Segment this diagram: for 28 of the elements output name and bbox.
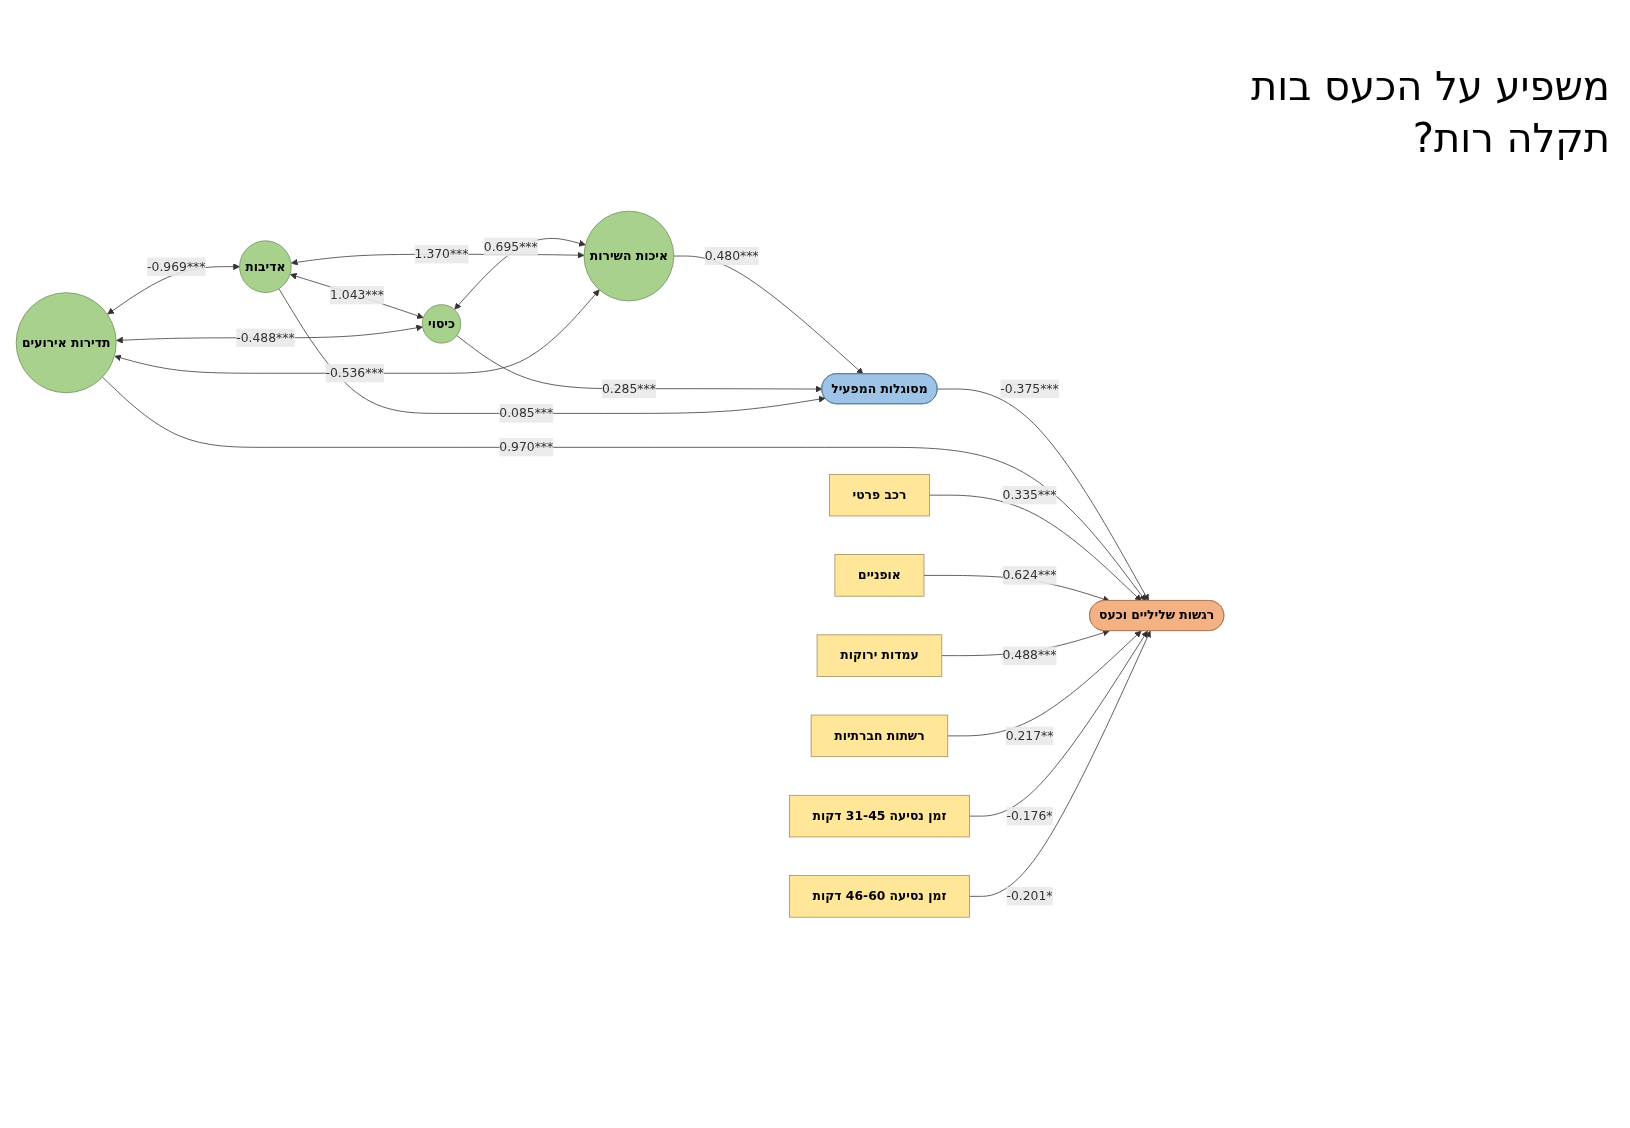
edge-label: 0.488*** bbox=[1002, 647, 1057, 663]
edge-label: 1.043*** bbox=[330, 287, 384, 302]
edge-label: -0.536*** bbox=[325, 365, 384, 381]
edge-label: 0.970*** bbox=[499, 439, 554, 455]
heading-text: משפיע על הכעס בות תקלה רות? bbox=[1250, 62, 1610, 163]
node-box: עמדות ירוקות bbox=[816, 634, 943, 677]
node-circle: כיסוי bbox=[421, 304, 462, 344]
edge-label: -0.488*** bbox=[236, 329, 295, 345]
edge-label: -0.176* bbox=[1006, 808, 1053, 823]
node-circle: תדירות אירועים bbox=[15, 292, 117, 393]
node-box: זמן נסיעה 31-45 דקות bbox=[789, 794, 970, 838]
edge-label: -0.201* bbox=[1006, 888, 1053, 904]
node-box: רכב פרטי bbox=[829, 473, 930, 517]
edge-label: 0.335*** bbox=[1002, 487, 1057, 502]
node-circle: איכות השירות bbox=[583, 210, 675, 302]
edge-label: 0.695*** bbox=[483, 238, 538, 254]
edge-label: 0.624*** bbox=[1002, 567, 1057, 583]
edge-label: 0.480*** bbox=[704, 248, 759, 263]
edge-label: -0.969*** bbox=[147, 258, 206, 274]
node-circle: אדיבות bbox=[239, 240, 292, 293]
edge-label: 0.285*** bbox=[601, 380, 656, 396]
edge-label: 1.370*** bbox=[414, 246, 469, 262]
node-box: זמן נסיעה 46-60 דקות bbox=[789, 874, 970, 918]
node-box: אופניים bbox=[834, 554, 925, 597]
edge-label: -0.375*** bbox=[1000, 380, 1059, 396]
edge-label: 0.217** bbox=[1005, 727, 1054, 743]
node-box: רשתות חברתיות bbox=[810, 714, 949, 757]
edge-label: 0.085*** bbox=[499, 405, 554, 421]
